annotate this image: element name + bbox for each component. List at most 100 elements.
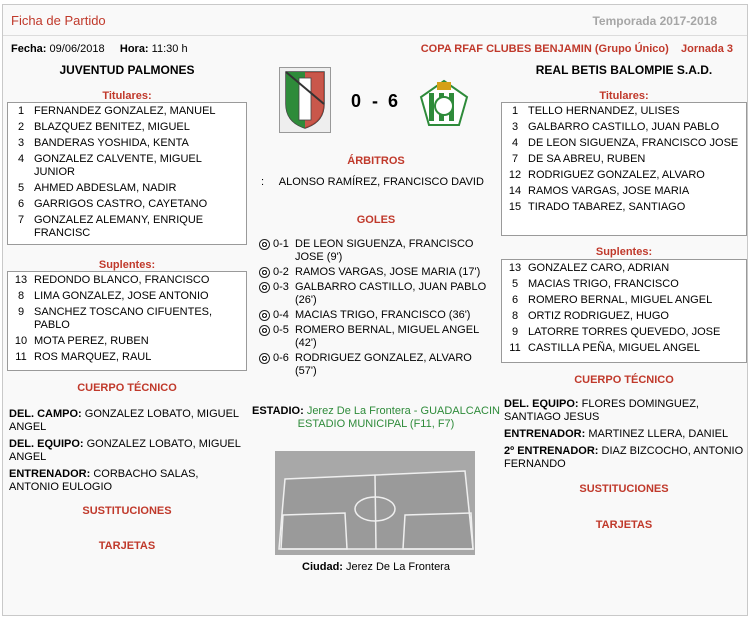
date-label: Fecha:: [11, 43, 47, 55]
player-number: 6: [17, 198, 25, 210]
player-number: 8: [17, 290, 25, 302]
player-name: GONZALEZ ALEMANY, ENRIQUE FRANCISC: [34, 214, 204, 239]
player-number: 8: [511, 310, 519, 322]
player-number: 11: [15, 351, 27, 363]
player-number: 3: [511, 121, 519, 133]
score-separator: -: [372, 91, 378, 111]
away-substitutions-label: SUSTITUCIONES: [579, 483, 669, 495]
player-name: BLAZQUEZ BENITEZ, MIGUEL: [34, 121, 190, 133]
staff-role: DEL. EQUIPO:: [9, 438, 84, 450]
player-name: TELLO HERNANDEZ, ULISES: [528, 105, 680, 117]
player-name: BANDERAS YOSHIDA, KENTA: [34, 137, 189, 149]
player-number: 1: [511, 105, 519, 117]
header-divider: [3, 35, 747, 36]
stadium-info: ESTADIO: Jerez De La Frontera - GUADALCA…: [249, 405, 503, 431]
player-number: 14: [508, 185, 522, 197]
player-number: 13: [508, 262, 522, 274]
goals-label: GOLES: [356, 214, 396, 226]
player-name: RODRIGUEZ GONZALEZ, ALVARO: [528, 169, 705, 181]
staff-entry: DEL. EQUIPO: FLORES DOMINGUEZ, SANTIAGO …: [504, 398, 744, 424]
home-subs-label: Suplentes:: [98, 259, 156, 271]
time-value: 11:30 h: [151, 43, 188, 55]
staff-name: GONZALEZ LOBATO, MIGUEL ANGEL: [9, 408, 239, 433]
goal-scorer: GALBARRO CASTILLO, JUAN PABLO (26'): [295, 281, 487, 306]
player-number: 5: [17, 182, 25, 194]
player-row: 1 TELLO HERNANDEZ, ULISES: [502, 103, 746, 119]
player-row: 11 CASTILLA PEÑA, MIGUEL ANGEL: [502, 340, 746, 356]
away-staff: DEL. EQUIPO: FLORES DOMINGUEZ, SANTIAGO …: [504, 398, 744, 475]
round-label: Jornada 3: [681, 43, 733, 55]
goal-score: 0-3: [273, 281, 289, 293]
staff-name: DIAZ BIZCOCHO, ANTONIO FERNANDO: [504, 445, 744, 470]
away-cards-label: TARJETAS: [595, 519, 653, 531]
player-number: 1: [17, 105, 25, 117]
city-name: Jerez De La Frontera: [346, 561, 450, 573]
staff-role: 2º ENTRENADOR:: [504, 445, 599, 457]
player-row: 8 ORTIZ RODRIGUEZ, HUGO: [502, 308, 746, 324]
staff-entry: DEL. CAMPO: GONZALEZ LOBATO, MIGUEL ANGE…: [9, 408, 247, 434]
player-name: ROS MARQUEZ, RAUL: [34, 351, 152, 363]
player-row: 6 GARRIGOS CASTRO, CAYETANO: [8, 196, 246, 212]
goal-scorer: RODRIGUEZ GONZALEZ, ALVARO (57'): [295, 352, 472, 377]
player-number: 6: [511, 294, 519, 306]
player-number: 11: [509, 342, 521, 354]
score-away: 6: [388, 91, 399, 111]
staff-entry: ENTRENADOR: CORBACHO SALAS, ANTONIO EULO…: [9, 468, 247, 494]
home-crest-icon: [285, 71, 325, 129]
goal-scorer: RAMOS VARGAS, JOSE MARIA (17'): [295, 266, 481, 278]
player-name: MOTA PEREZ, RUBEN: [34, 335, 149, 347]
player-number: 4: [17, 153, 25, 165]
player-number: 3: [17, 137, 25, 149]
player-name: FERNANDEZ GONZALEZ, MANUEL: [34, 105, 216, 117]
staff-role: DEL. EQUIPO:: [504, 398, 579, 410]
soccer-ball-icon: [259, 309, 273, 322]
player-row: 3 BANDERAS YOSHIDA, KENTA: [8, 135, 246, 151]
competition-name: COPA RFAF CLUBES BENJAMIN (Grupo Único): [420, 43, 669, 55]
home-starters-label: Titulares:: [102, 90, 152, 102]
player-row: 14 RAMOS VARGAS, JOSE MARIA: [502, 183, 746, 199]
player-number: 9: [511, 326, 519, 338]
staff-role: ENTRENADOR:: [9, 468, 91, 480]
season-label: Temporada 2017-2018: [592, 14, 717, 28]
player-name: TIRADO TABAREZ, SANTIAGO: [528, 201, 686, 213]
player-name: ORTIZ RODRIGUEZ, HUGO: [528, 310, 669, 322]
player-name: CASTILLA PEÑA, MIGUEL ANGEL: [528, 342, 700, 354]
home-crest: [279, 67, 331, 133]
away-starters-label: Titulares:: [599, 90, 649, 102]
time-label: Hora:: [119, 43, 149, 55]
away-team-name: REAL BETIS BALOMPIE S.A.D.: [535, 63, 713, 77]
player-name: GARRIGOS CASTRO, CAYETANO: [34, 198, 208, 210]
player-row: 8 LIMA GONZALEZ, JOSE ANTONIO: [8, 288, 246, 304]
player-row: 11 ROS MARQUEZ, RAUL: [8, 349, 246, 365]
date-value: 09/06/2018: [49, 43, 105, 55]
player-name: RAMOS VARGAS, JOSE MARIA: [528, 185, 690, 197]
player-name: LIMA GONZALEZ, JOSE ANTONIO: [34, 290, 209, 302]
competition: COPA RFAF CLUBES BENJAMIN (Grupo Único) …: [421, 43, 733, 55]
player-number: 7: [511, 153, 519, 165]
soccer-ball-icon: [259, 352, 273, 378]
referee-name: ALONSO RAMÍREZ, FRANCISCO DAVID: [278, 176, 484, 188]
staff-role: ENTRENADOR:: [504, 428, 586, 440]
player-name: DE LEON SIGUENZA, FRANCISCO JOSE: [528, 137, 739, 149]
